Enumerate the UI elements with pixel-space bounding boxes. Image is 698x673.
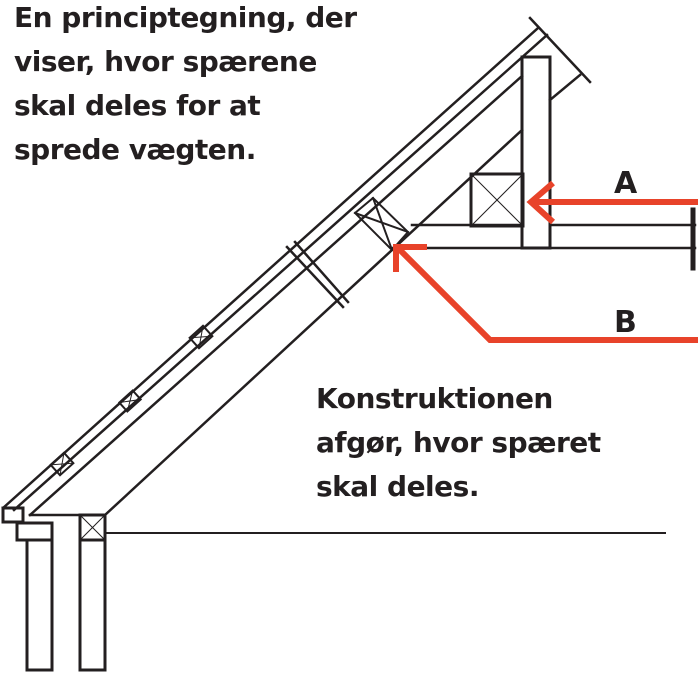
rafter-top-line-2 <box>12 33 549 512</box>
caption-line: viser, hvor spærene <box>14 45 317 78</box>
wallplate-cross <box>79 514 106 541</box>
fascia-board <box>1 506 25 524</box>
arrow-b <box>393 244 698 343</box>
purlin-cross <box>470 173 524 227</box>
rafter-top-line-3 <box>28 74 524 517</box>
rafter-top-line <box>1 26 540 510</box>
batten-blocks <box>49 324 214 477</box>
caption-line: Konstruktionen <box>316 382 553 415</box>
label-b: B <box>614 305 637 340</box>
arrow-a <box>526 180 698 225</box>
caption-line: sprede vægten. <box>14 133 256 166</box>
outer-wall <box>25 538 54 672</box>
inner-wall <box>78 513 107 672</box>
split-mark <box>285 245 345 309</box>
caption-top: En principtegning, der viser, hvor spære… <box>14 0 357 172</box>
split-mark <box>293 240 350 304</box>
purlin-box <box>469 172 525 228</box>
caption-line: skal deles for at <box>14 89 261 122</box>
gable-line <box>548 73 582 102</box>
joint-cross <box>371 196 394 252</box>
caption-line: En principtegning, der <box>14 1 357 34</box>
caption-line: skal deles. <box>316 470 479 503</box>
caption-bottom: Konstruktionen afgør, hvor spæret skal d… <box>316 377 601 509</box>
label-a: A <box>614 166 638 201</box>
caption-line: afgør, hvor spæret <box>316 426 601 459</box>
rafter-bottom-line <box>103 128 524 517</box>
soffit-board <box>15 521 54 542</box>
ridge-line <box>528 16 592 84</box>
